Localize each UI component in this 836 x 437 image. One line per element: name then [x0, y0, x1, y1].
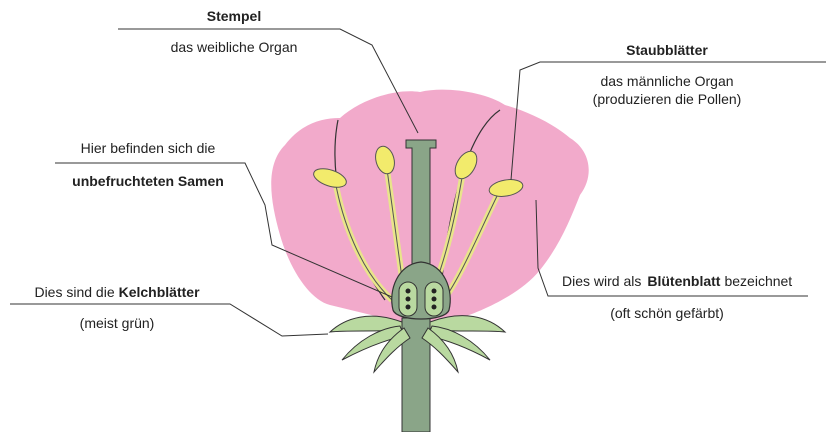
- petal-label-prefix: Dies wird als: [562, 273, 641, 289]
- sepals-label: Dies sind die Kelchblätter: [34, 284, 200, 300]
- ovule: [406, 297, 411, 302]
- ovule: [406, 289, 411, 294]
- ovule: [432, 289, 437, 294]
- petal-note: (oft schön gefärbt): [610, 305, 724, 321]
- sepals-label-bold: Kelchblätter: [119, 284, 200, 300]
- ovules-line-1: Hier befinden sich die: [81, 140, 216, 156]
- pistil-title: Stempel: [207, 8, 261, 24]
- sepals-note: (meist grün): [80, 315, 155, 331]
- leader-line-sepals: [10, 304, 328, 336]
- ovule: [432, 297, 437, 302]
- ovules-line-2: unbefruchteten Samen: [72, 173, 224, 189]
- ovule: [406, 305, 411, 310]
- stamens-title: Staubblätter: [626, 42, 708, 58]
- sepals-label-prefix: Dies sind die: [34, 284, 114, 300]
- pistil-desc: das weibliche Organ: [171, 39, 298, 55]
- petal-label-bold: Blütenblatt: [647, 273, 720, 289]
- ovule: [432, 305, 437, 310]
- stamens-desc-2: (produzieren die Pollen): [593, 91, 742, 107]
- petal-label-suffix: bezeichnet: [724, 273, 792, 289]
- stamens-desc-1: das männliche Organ: [600, 73, 733, 89]
